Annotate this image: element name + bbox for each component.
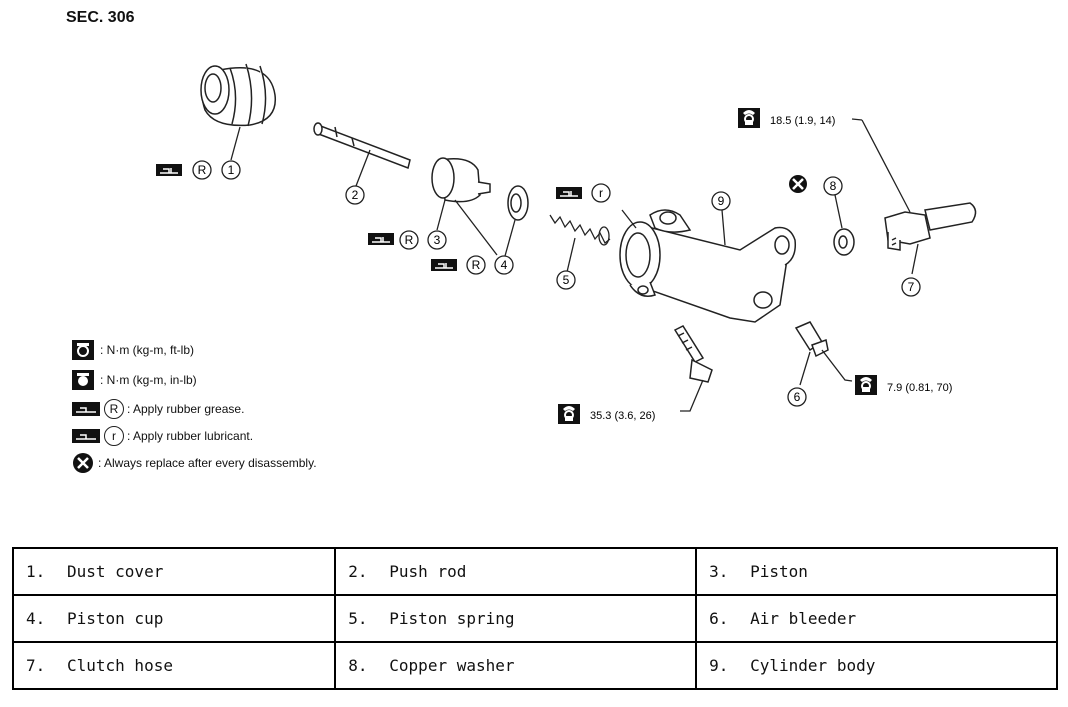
callout-8: 8 (823, 176, 843, 196)
table-row: 1.Dust cover 2.Push rod 3.Piston (11, 547, 1058, 596)
svg-text:1: 1 (228, 163, 235, 177)
svg-text:5: 5 (563, 273, 570, 287)
table-cell: 6.Air bleeder (695, 594, 1058, 643)
svg-text:4: 4 (501, 258, 508, 272)
callout-R-1: R (192, 160, 212, 180)
callout-4: 4 (494, 255, 514, 275)
legend-text: : N·m (kg-m, in-lb) (100, 373, 197, 387)
svg-text:R: R (472, 258, 481, 272)
torque-icon (72, 340, 94, 360)
svg-text:6: 6 (794, 390, 801, 404)
callout-1: 1 (221, 160, 241, 180)
lubricant-symbol: r (104, 426, 124, 446)
callout-3: 3 (427, 230, 447, 250)
legend-item-lubricant: r : Apply rubber lubricant. (72, 426, 253, 446)
section-title: SEC. 306 (66, 9, 135, 26)
piston-part (431, 157, 491, 203)
legend-item-grease: R : Apply rubber grease. (72, 399, 244, 419)
callout-9: 9 (711, 191, 731, 211)
dust-cover-part (200, 63, 277, 127)
table-cell: 1.Dust cover (11, 547, 337, 596)
table-cell: 3.Piston (695, 547, 1058, 596)
table-cell: 8.Copper washer (334, 641, 698, 690)
callout-R-4: R (466, 255, 486, 275)
svg-text:7: 7 (908, 280, 915, 294)
grease-icon (430, 258, 458, 272)
piston-spring-part (549, 214, 611, 246)
svg-text:R: R (405, 233, 414, 247)
callout-5: 5 (556, 270, 576, 290)
lubricant-icon (72, 429, 100, 443)
legend-item-torque: : N·m (kg-m, ft-lb) (72, 340, 194, 360)
callout-6: 6 (787, 387, 807, 407)
torque-cylinder-bolt: 35.3 (3.6, 26) (590, 410, 655, 422)
legend-text: : Always replace after every disassembly… (98, 456, 317, 470)
callout-2: 2 (345, 185, 365, 205)
cylinder-body-part (619, 209, 797, 323)
replace-icon (73, 453, 93, 473)
table-cell: 7.Clutch hose (11, 641, 337, 690)
torque-inlb-icon (72, 370, 94, 390)
svg-text:R: R (198, 163, 207, 177)
exploded-diagram: R 1 2 R 3 R 4 (155, 63, 977, 425)
table-cell: 9.Cylinder body (695, 641, 1058, 690)
callout-R-3: R (399, 230, 419, 250)
table-cell: 4.Piston cup (11, 594, 337, 643)
clutch-hose-part (884, 202, 977, 251)
callout-7: 7 (901, 277, 921, 297)
piston-cup-part (507, 185, 529, 221)
callout-r-9: r (591, 183, 611, 203)
legend-item-torque-inlb: : N·m (kg-m, in-lb) (72, 370, 197, 390)
grease-symbol: R (104, 399, 124, 419)
svg-text:3: 3 (434, 233, 441, 247)
grease-icon (72, 402, 100, 416)
table-cell: 2.Push rod (334, 547, 698, 596)
torque-clutch-hose: 18.5 (1.9, 14) (770, 115, 835, 127)
lubricant-icon (555, 186, 583, 200)
legend-text: : Apply rubber lubricant. (127, 429, 254, 443)
legend-text: : N·m (kg-m, ft-lb) (100, 343, 194, 357)
torque-air-bleeder: 7.9 (0.81, 70) (887, 382, 952, 394)
torque-icon (737, 107, 761, 129)
cylinder-bolt-part (673, 325, 713, 383)
copper-washer-part (833, 228, 855, 256)
legend-text: : Apply rubber grease. (127, 402, 245, 416)
air-bleeder-part (794, 321, 829, 358)
svg-text:r: r (599, 186, 603, 200)
table-row: 7.Clutch hose 8.Copper washer 9.Cylinder… (11, 641, 1058, 690)
torque-icon (557, 403, 581, 425)
table-row: 4.Piston cup 5.Piston spring 6.Air bleed… (11, 594, 1058, 643)
svg-text:2: 2 (352, 188, 359, 202)
svg-text:8: 8 (830, 179, 837, 193)
parts-table: 1.Dust cover 2.Push rod 3.Piston 4.Pisto… (11, 547, 1058, 690)
table-cell: 5.Piston spring (334, 594, 698, 643)
torque-inlb-icon (854, 374, 878, 396)
push-rod-part (313, 122, 411, 170)
grease-icon (155, 163, 183, 177)
legend-item-replace: : Always replace after every disassembly… (72, 452, 317, 474)
svg-text:9: 9 (718, 194, 725, 208)
grease-icon (367, 232, 395, 246)
replace-icon (787, 173, 809, 195)
